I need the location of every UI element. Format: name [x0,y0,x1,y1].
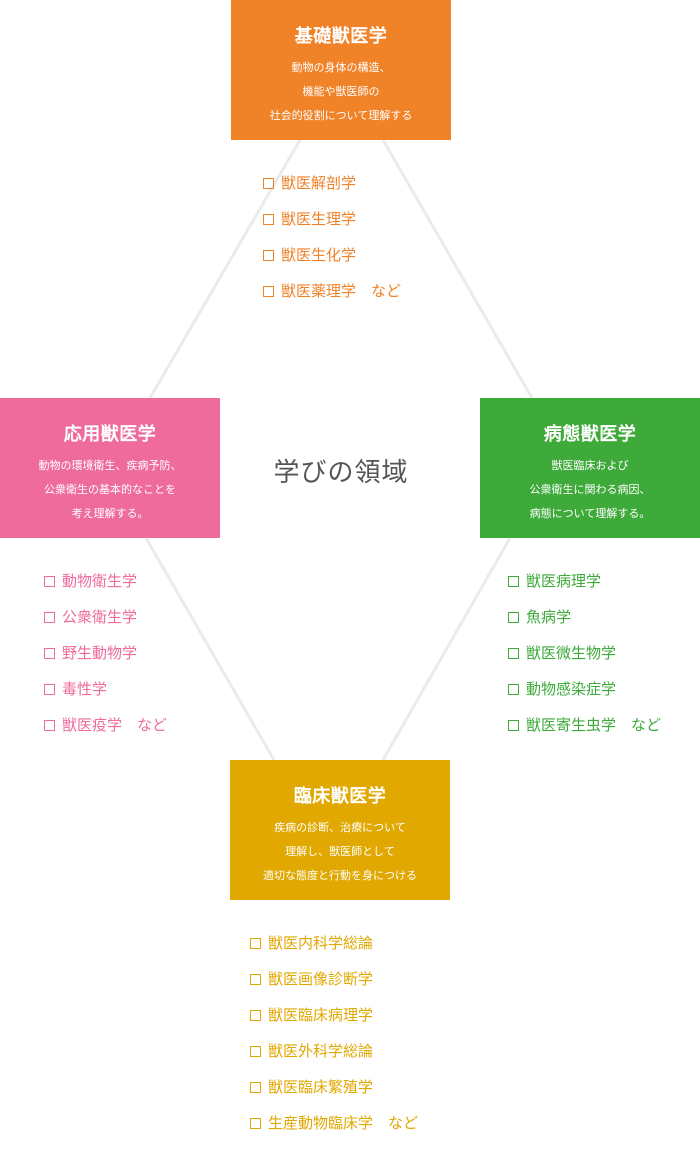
center-title: 学びの領域 [273,458,409,488]
pathology-subject-list: 獣医病理学 魚病学 獣医微生物学 動物感染症学 獣医寄生虫学 など [508,571,661,751]
subject-label: 動物感染症学 [526,680,617,698]
checkbox-icon [250,974,261,985]
subject-label: 獣医画像診断学 [268,970,374,988]
applied-description: 動物の環境衛生、疾病予防、 公衆衛生の基本的なことを 考え理解する。 [0,454,220,526]
list-item: 獣医生化学 [263,245,401,281]
connector-left-bottom [144,537,276,761]
basic-title: 基礎獣医学 [294,26,388,47]
checkbox-icon [508,612,519,623]
applied-veterinary-box: 応用獣医学 動物の環境衛生、疾病予防、 公衆衛生の基本的なことを 考え理解する。 [0,398,220,538]
subject-label: 獣医疫学 など [62,716,168,734]
checkbox-icon [263,286,274,297]
basic-desc-line: 社会的役割について理解する [269,109,413,122]
subject-label: 獣医臨床病理学 [268,1006,374,1024]
list-item: 動物衛生学 [44,571,167,607]
subject-label: 生産動物臨床学 など [268,1114,419,1132]
pathology-desc-line: 獣医臨床および [551,459,629,472]
subject-label: 獣医内科学総論 [268,934,374,952]
list-item: 獣医微生物学 [508,643,661,679]
checkbox-icon [263,178,274,189]
connector-top-left [148,139,302,399]
checkbox-icon [44,684,55,695]
clinical-desc-line: 理解し、獣医師として [285,845,395,858]
clinical-desc-line: 疾病の診断、治療について [274,821,406,834]
subject-label: 公衆衛生学 [62,608,138,626]
subject-label: 獣医微生物学 [526,644,617,662]
subject-label: 獣医薬理学 など [281,282,402,300]
subject-label: 獣医生理学 [281,210,357,228]
checkbox-icon [250,1010,261,1021]
checkbox-icon [508,648,519,659]
clinical-desc-line: 適切な態度と行動を身につける [263,869,417,882]
clinical-title: 臨床獣医学 [293,786,387,807]
list-item: 生産動物臨床学 など [250,1113,418,1149]
clinical-veterinary-box: 臨床獣医学 疾病の診断、治療について 理解し、獣医師として 適切な態度と行動を身… [230,760,450,900]
basic-description: 動物の身体の構造、 機能や獣医師の 社会的役割について理解する [231,56,451,128]
list-item: 獣医疫学 など [44,715,167,751]
applied-desc-line: 考え理解する。 [71,507,149,520]
basic-subject-list: 獣医解剖学 獣医生理学 獣医生化学 獣医薬理学 など [263,173,401,317]
checkbox-icon [250,938,261,949]
list-item: 獣医外科学総論 [250,1041,418,1077]
list-item: 獣医薬理学 など [263,281,401,317]
list-item: 野生動物学 [44,643,167,679]
checkbox-icon [250,1082,261,1093]
list-item: 獣医内科学総論 [250,933,418,969]
checkbox-icon [250,1118,261,1129]
list-item: 獣医臨床繁殖学 [250,1077,418,1113]
basic-desc-line: 機能や獣医師の [302,85,380,98]
subject-label: 獣医臨床繁殖学 [268,1078,374,1096]
clinical-subject-list: 獣医内科学総論 獣医画像診断学 獣医臨床病理学 獣医外科学総論 獣医臨床繁殖学 … [250,933,418,1149]
applied-title: 応用獣医学 [63,424,157,445]
pathology-desc-line: 病態について理解する。 [529,507,651,520]
subject-label: 獣医解剖学 [281,174,357,192]
pathology-veterinary-box: 病態獣医学 獣医臨床および 公衆衛生に関わる病因、 病態について理解する。 [480,398,700,538]
checkbox-icon [508,576,519,587]
list-item: 獣医病理学 [508,571,661,607]
subject-label: 獣医寄生虫学 など [526,716,662,734]
applied-desc-line: 公衆衛生の基本的なことを [44,483,176,496]
list-item: 公衆衛生学 [44,607,167,643]
checkbox-icon [508,684,519,695]
checkbox-icon [44,576,55,587]
applied-desc-line: 動物の環境衛生、疾病予防、 [38,459,182,472]
list-item: 獣医生理学 [263,209,401,245]
connector-right-bottom [381,537,512,761]
checkbox-icon [44,648,55,659]
subject-label: 獣医外科学総論 [268,1042,374,1060]
list-item: 毒性学 [44,679,167,715]
list-item: 獣医解剖学 [263,173,401,209]
pathology-title: 病態獣医学 [543,424,637,445]
list-item: 魚病学 [508,607,661,643]
pathology-desc-line: 公衆衛生に関わる病因、 [529,483,651,496]
list-item: 獣医寄生虫学 など [508,715,661,751]
list-item: 獣医画像診断学 [250,969,418,1005]
basic-veterinary-box: 基礎獣医学 動物の身体の構造、 機能や獣医師の 社会的役割について理解する [231,0,451,140]
checkbox-icon [44,612,55,623]
applied-subject-list: 動物衛生学 公衆衛生学 野生動物学 毒性学 獣医疫学 など [44,571,167,751]
checkbox-icon [263,214,274,225]
subject-label: 獣医生化学 [281,246,357,264]
subject-label: 毒性学 [62,680,108,698]
clinical-description: 疾病の診断、治療について 理解し、獣医師として 適切な態度と行動を身につける [230,816,450,888]
checkbox-icon [508,720,519,731]
checkbox-icon [250,1046,261,1057]
basic-desc-line: 動物の身体の構造、 [291,61,391,74]
connector-top-right [381,139,534,399]
subject-label: 野生動物学 [62,644,138,662]
subject-label: 動物衛生学 [62,572,138,590]
checkbox-icon [44,720,55,731]
subject-label: 獣医病理学 [526,572,602,590]
list-item: 動物感染症学 [508,679,661,715]
list-item: 獣医臨床病理学 [250,1005,418,1041]
pathology-description: 獣医臨床および 公衆衛生に関わる病因、 病態について理解する。 [480,454,700,526]
checkbox-icon [263,250,274,261]
subject-label: 魚病学 [526,608,572,626]
